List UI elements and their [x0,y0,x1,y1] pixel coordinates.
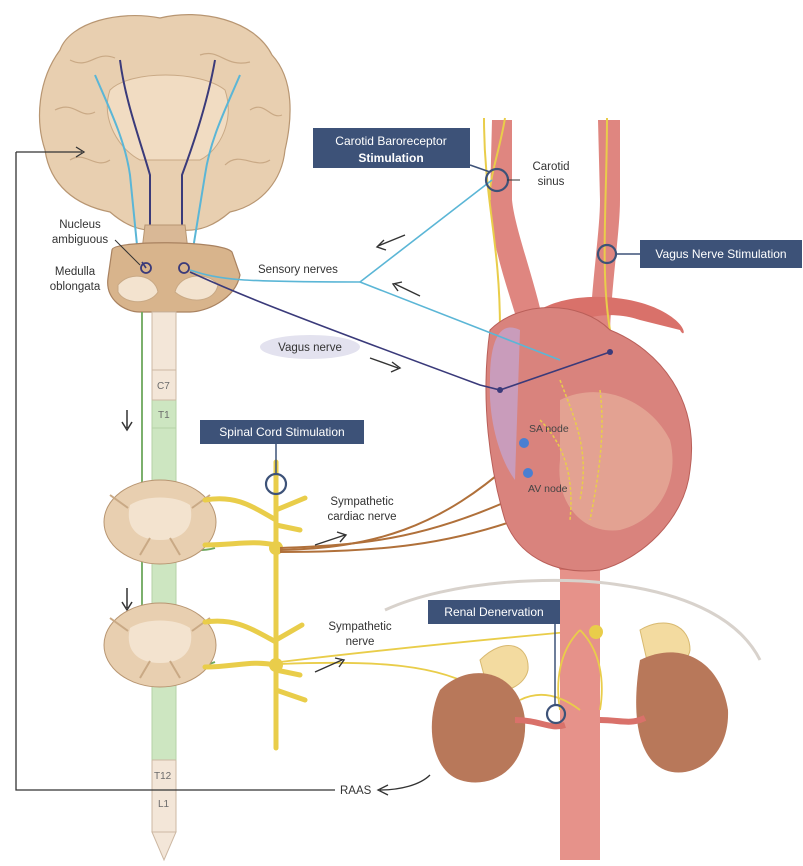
sympathetic-cardiac-nerve-label-line2: cardiac nerve [327,511,396,523]
vagus-arrow [370,358,400,372]
descending-arrow-upper [122,410,132,430]
nucleus-ambiguous-label-line1: Nucleus [59,219,101,231]
carotid-box-line1: Carotid Baroreceptor [335,134,446,148]
spinal-cross-section-upper [104,480,216,564]
vagus-box-label: Vagus Nerve Stimulation [655,247,786,261]
spinal-box-label: Spinal Cord Stimulation [219,425,344,439]
carotid-sinus-label-line1: Carotid [532,161,569,173]
celiac-ganglion [589,625,603,639]
av-node-dot [523,468,533,478]
left-kidney [432,646,565,783]
spinal-cross-section-lower [104,603,216,687]
raas-label: RAAS [340,785,372,797]
segment-label-t12: T12 [154,771,172,782]
sa-node-dot [519,438,529,448]
carotid-baroreceptor-stimulation-box: Carotid Baroreceptor Stimulation [313,128,470,168]
vagus-junction-dot-left [497,387,503,393]
medulla-oblongata-label-line2: oblongata [50,281,101,293]
cardiac-sympathetic-arrow [315,532,346,545]
nucleus-ambiguous-label-line2: ambiguous [52,234,109,246]
vagus-junction-dot-right [607,349,613,355]
sympathetic-ganglion-lower [269,658,283,672]
vagus-nerve-label: Vagus nerve [278,342,342,354]
vagus-nerve-stimulation-box: Vagus Nerve Stimulation [640,240,802,268]
descending-arrow-lower [122,588,132,610]
carotid-sinus-label-line2: sinus [538,176,565,188]
segment-label-c7: C7 [157,381,170,392]
sympathetic-nerve-label-line2: nerve [346,636,375,648]
sensory-arrow-upper [377,235,405,250]
right-kidney [600,623,728,773]
medulla-oblongata-label-line1: Medulla [55,266,96,278]
renal-sympathetic-arrow [315,658,344,672]
segment-label-t1: T1 [158,410,170,421]
spinal-cord-stimulation-box: Spinal Cord Stimulation [200,420,364,444]
carotid-box-line2: Stimulation [358,151,423,165]
sympathetic-nerve-label-line1: Sympathetic [328,621,392,633]
sympathetic-cardiac-nerve [280,455,530,552]
sympathetic-cardiac-nerve-label-line1: Sympathetic [330,496,394,508]
sensory-nerves-label: Sensory nerves [258,264,338,276]
raas-arrow [378,775,430,795]
sympathetic-chain [205,462,305,748]
heart-illustration [486,308,692,571]
sympathetic-renal-nerve [280,630,590,690]
renal-denervation-box: Renal Denervation [428,600,560,624]
av-node-label: AV node [528,483,568,495]
sa-node-label: SA node [529,423,569,435]
renal-box-label: Renal Denervation [444,605,543,619]
sensory-arrow-lower [393,282,420,296]
segment-label-l1: L1 [158,799,170,810]
